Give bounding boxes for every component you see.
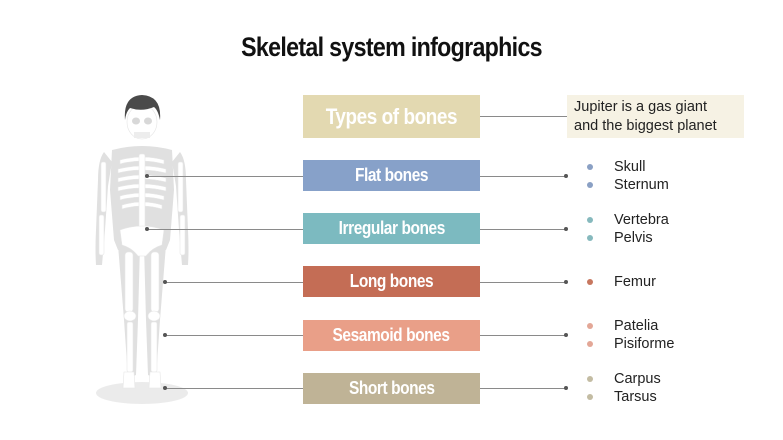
end-dot-short <box>564 386 568 390</box>
bullet-icon <box>587 182 593 188</box>
bullet-icon <box>587 323 593 329</box>
item-list-short: Carpus Tarsus <box>584 370 661 406</box>
list-item: Patelia <box>584 317 674 335</box>
category-label: Sesamoid bones <box>332 325 450 345</box>
anchor-dot-flat <box>145 174 149 178</box>
anchor-dot-irregular <box>145 227 149 231</box>
category-box-sesamoid: Sesamoid bones <box>303 320 480 351</box>
note-line-1: Jupiter is a gas giant <box>574 99 707 115</box>
bullet-icon <box>587 217 593 223</box>
item-list-sesamoid: Patelia Pisiforme <box>584 317 674 353</box>
bullet-icon <box>587 394 593 400</box>
anchor-dot-sesamoid <box>163 333 167 337</box>
list-item: Vertebra <box>584 211 669 229</box>
category-box-short: Short bones <box>303 373 480 404</box>
bullet-icon <box>587 279 593 285</box>
category-box-irregular: Irregular bones <box>303 213 480 244</box>
list-item: Tarsus <box>584 388 661 406</box>
anchor-dot-long <box>163 280 167 284</box>
note-line-2: and the biggest planet <box>574 118 717 134</box>
item-list-flat: Skull Sternum <box>584 158 669 194</box>
end-dot-irregular <box>564 227 568 231</box>
list-item: Pelvis <box>584 229 669 247</box>
page-title: Skeletal system infographics <box>241 32 542 62</box>
end-dot-long <box>564 280 568 284</box>
right-connector-short <box>480 388 565 389</box>
bullet-icon <box>587 376 593 382</box>
item-list-irregular: Vertebra Pelvis <box>584 211 669 247</box>
left-connector-irregular <box>147 229 303 230</box>
left-connector-short <box>165 388 303 389</box>
left-connector-long <box>165 282 303 283</box>
header-connector-line <box>480 116 567 117</box>
right-connector-sesamoid <box>480 335 565 336</box>
left-connector-flat <box>147 176 303 177</box>
list-item: Pisiforme <box>584 335 674 353</box>
anchor-dot-short <box>163 386 167 390</box>
skeleton-figure-icon <box>95 95 189 404</box>
right-connector-long <box>480 282 565 283</box>
bullet-icon <box>587 235 593 241</box>
category-label: Long bones <box>349 271 434 291</box>
types-of-bones-header: Types of bones <box>303 95 480 138</box>
right-connector-irregular <box>480 229 565 230</box>
list-item: Carpus <box>584 370 661 388</box>
left-connector-sesamoid <box>165 335 303 336</box>
category-label: Short bones <box>348 378 435 398</box>
end-dot-flat <box>564 174 568 178</box>
category-box-long: Long bones <box>303 266 480 297</box>
item-list-long: Femur <box>584 273 656 291</box>
category-label: Irregular bones <box>338 218 445 238</box>
bullet-icon <box>587 341 593 347</box>
header-note: Jupiter is a gas giant and the biggest p… <box>567 95 744 138</box>
right-connector-flat <box>480 176 565 177</box>
header-label: Types of bones <box>325 103 458 129</box>
list-item: Femur <box>584 273 656 291</box>
category-label: Flat bones <box>354 165 429 185</box>
list-item: Sternum <box>584 176 669 194</box>
bullet-icon <box>587 164 593 170</box>
category-box-flat: Flat bones <box>303 160 480 191</box>
list-item: Skull <box>584 158 669 176</box>
end-dot-sesamoid <box>564 333 568 337</box>
